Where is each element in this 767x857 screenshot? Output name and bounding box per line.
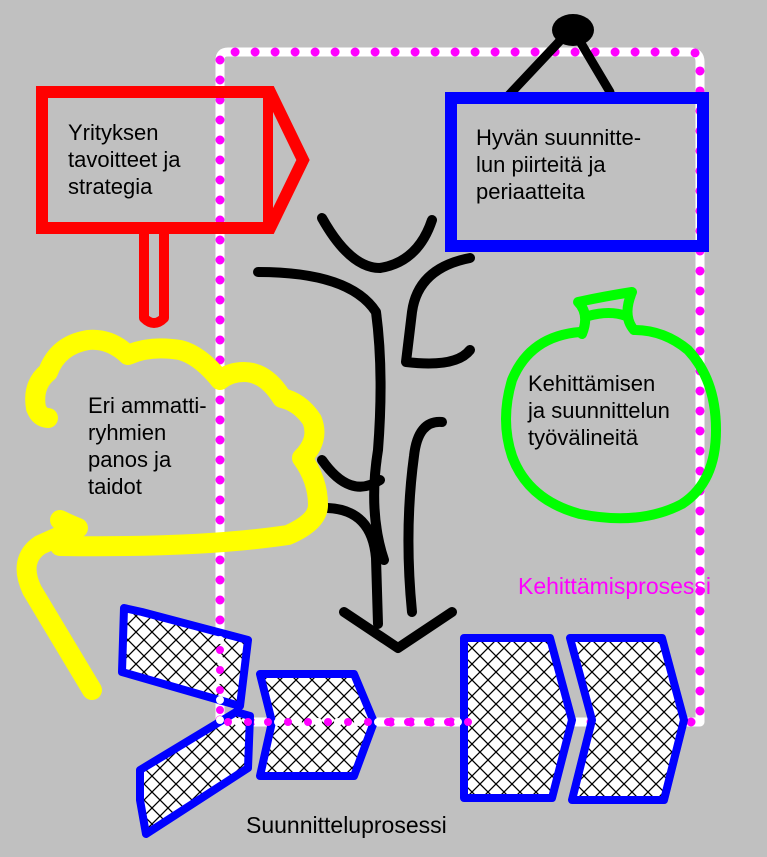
professional-groups-label: Eri ammatti- ryhmien panos ja taidot xyxy=(88,393,207,499)
development-tools-label: Kehittämisen ja suunnittelun työvälineit… xyxy=(528,371,670,450)
development-process-boundary-front xyxy=(216,636,474,726)
planning-block-large-2 xyxy=(566,634,688,804)
planning-process-label: Suunnitteluprosessi xyxy=(246,812,447,838)
development-process-boundary xyxy=(215,47,705,727)
cloud-icon xyxy=(16,329,328,700)
picture-frame-icon xyxy=(445,14,709,252)
good-planning-label: Hyvän suunnitte- lun piirteitä ja periaa… xyxy=(476,125,642,204)
sack-icon xyxy=(501,287,721,524)
development-process-label: Kehittämisprosessi xyxy=(518,573,712,599)
signpost-icon xyxy=(36,86,310,328)
planning-block-lower xyxy=(136,708,254,838)
planning-block-upper xyxy=(118,604,252,710)
company-goals-label: Yrityksen tavoitteet ja strategia xyxy=(68,120,181,199)
tree-arrow-icon xyxy=(253,213,475,653)
planning-block-large-1 xyxy=(460,634,576,802)
